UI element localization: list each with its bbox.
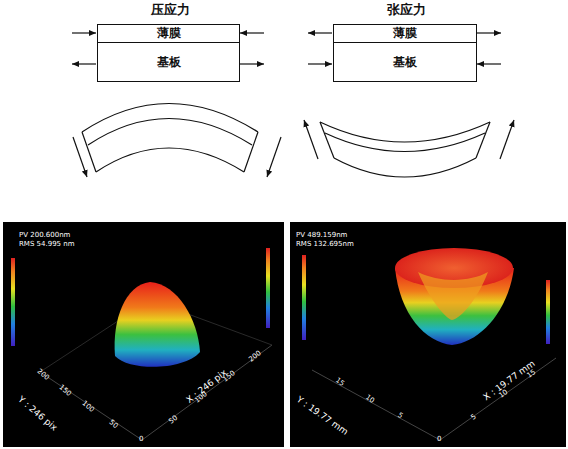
heading: 压应力	[151, 3, 190, 17]
substrate-box: 基板	[97, 42, 240, 82]
layer-name: 基板	[393, 54, 417, 71]
pv-value: PV 200.600nm	[19, 232, 70, 240]
layer-name: 基板	[157, 54, 181, 71]
substrate-box: 基板	[333, 42, 477, 82]
tick-label: 0	[139, 436, 143, 444]
film-box: 薄膜	[333, 24, 477, 43]
film-box: 薄膜	[97, 24, 240, 43]
tick-label: 0	[437, 436, 441, 444]
layer-name: 薄膜	[393, 25, 417, 42]
heading: 张应力	[387, 3, 426, 17]
rms-value: RMS 132.695nm	[296, 241, 354, 249]
pv-value: PV 489.159nm	[296, 232, 347, 240]
rms-value: RMS 54.995 nm	[19, 241, 75, 249]
layer-name: 薄膜	[157, 25, 181, 42]
